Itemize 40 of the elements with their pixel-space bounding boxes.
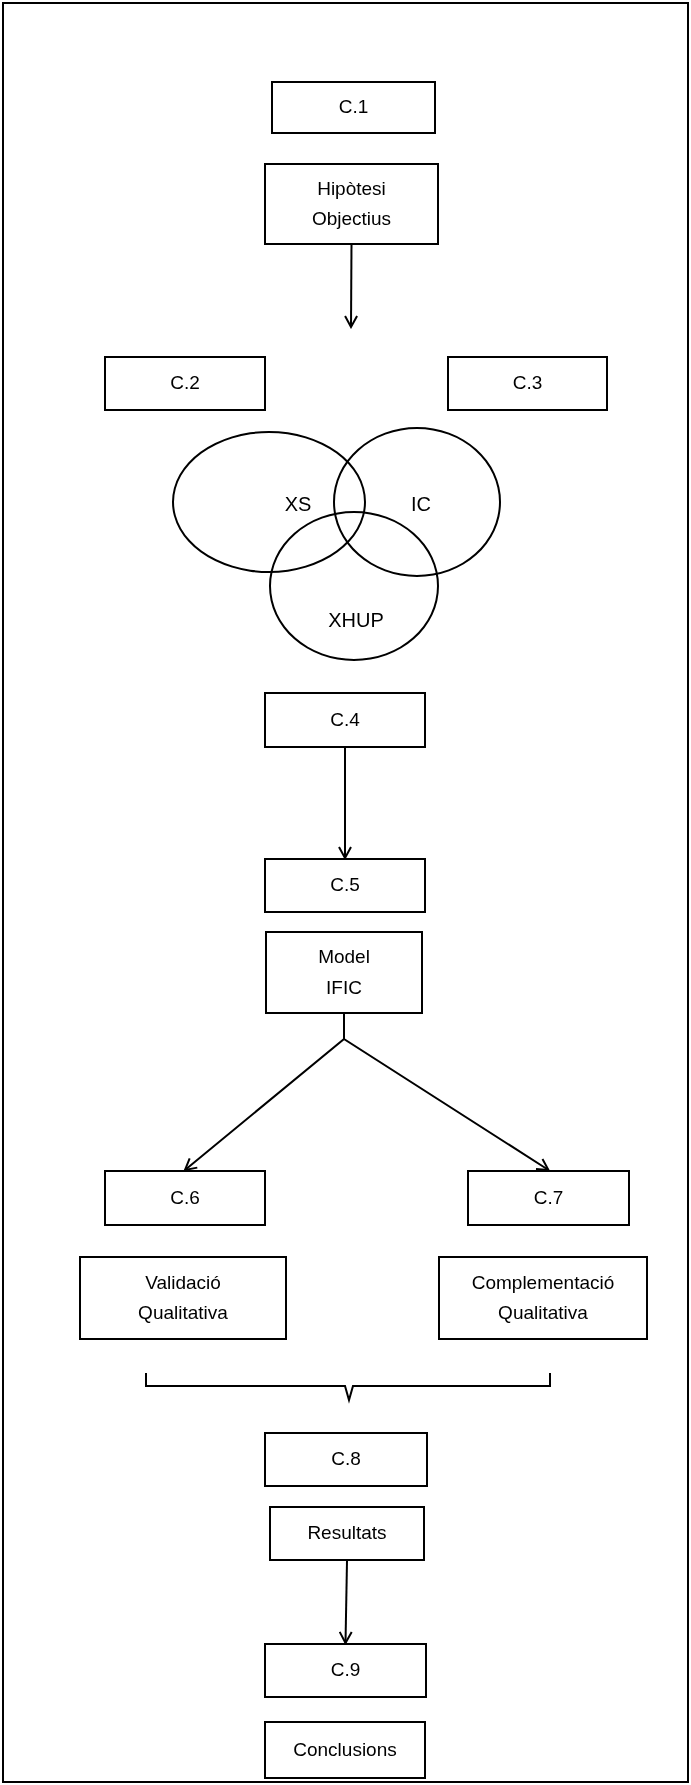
- arrow: [343, 1013, 550, 1171]
- box-label: Hipòtesi Objectius: [310, 176, 393, 231]
- process-box: [264, 1432, 428, 1487]
- process-box: [79, 1256, 287, 1340]
- process-box: [265, 931, 423, 1014]
- box-label: Resultats: [307, 1521, 387, 1546]
- box-label: C.8: [331, 1447, 361, 1472]
- arrow: [344, 244, 359, 328]
- process-box: [264, 1721, 426, 1779]
- box-label: C.3: [512, 371, 543, 396]
- process-box: [438, 1256, 648, 1340]
- box-label: Conclusions: [293, 1737, 397, 1762]
- box-label: C.7: [533, 1185, 564, 1210]
- circle-label: XS: [283, 492, 313, 517]
- box-label: C.6: [170, 1185, 200, 1210]
- process-box: [104, 1170, 266, 1226]
- process-box: [271, 81, 436, 134]
- circle: [172, 431, 366, 573]
- circle-label: IC: [410, 492, 432, 517]
- box-label: C.9: [330, 1658, 361, 1683]
- process-box: [264, 858, 426, 913]
- box-label: Model IFIC: [317, 945, 371, 1000]
- box-label: Complementació Qualitativa: [470, 1270, 616, 1325]
- process-box: [264, 1643, 427, 1698]
- box-label: C.5: [330, 873, 360, 898]
- circle-label: XHUP: [327, 608, 385, 633]
- circle: [269, 511, 439, 661]
- box-label: C.1: [338, 95, 369, 120]
- process-box: [447, 356, 608, 411]
- process-box: [104, 356, 266, 411]
- process-box: [264, 692, 426, 748]
- box-label: Validació Qualitativa: [137, 1270, 229, 1325]
- box-label: C.2: [170, 371, 200, 396]
- box-label: C.4: [330, 707, 360, 732]
- circle: [333, 427, 501, 577]
- process-box: [264, 163, 439, 245]
- process-box: [467, 1170, 630, 1226]
- arrow: [338, 747, 352, 859]
- arrow: [338, 1560, 353, 1644]
- process-box: [269, 1506, 425, 1561]
